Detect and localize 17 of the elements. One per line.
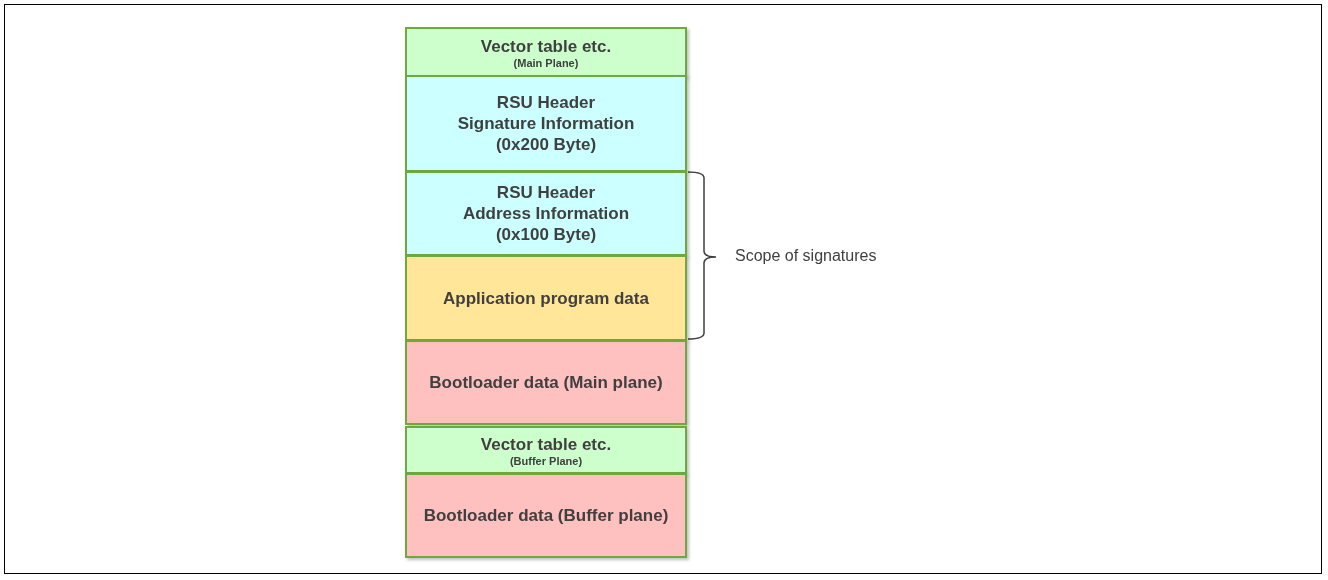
memory-region-box <box>405 75 687 172</box>
region-label: Application program data <box>443 287 649 309</box>
region-label: Bootloader data (Main plane) <box>429 372 663 393</box>
region-label: RSU Header Address Information (0x100 Byte) <box>461 182 631 245</box>
region-label: Bootloader data (Buffer plane) <box>423 505 669 526</box>
memory-region-box <box>405 27 687 77</box>
region-subtitle: (Main Plane) <box>513 56 579 69</box>
bracket-label: Scope of signatures <box>735 247 877 265</box>
memory-region-box <box>405 473 687 558</box>
region-label: Vector table etc. <box>480 433 612 455</box>
memory-region-box <box>405 255 687 341</box>
memory-region-box <box>405 171 687 256</box>
region-label: Vector table etc. <box>480 35 612 57</box>
region-label: RSU Header Signature Information (0x200 Byte) <box>456 92 636 155</box>
region-subtitle: (Buffer Plane) <box>509 454 583 467</box>
memory-region-box <box>405 340 687 425</box>
memory-region-box <box>405 426 687 474</box>
